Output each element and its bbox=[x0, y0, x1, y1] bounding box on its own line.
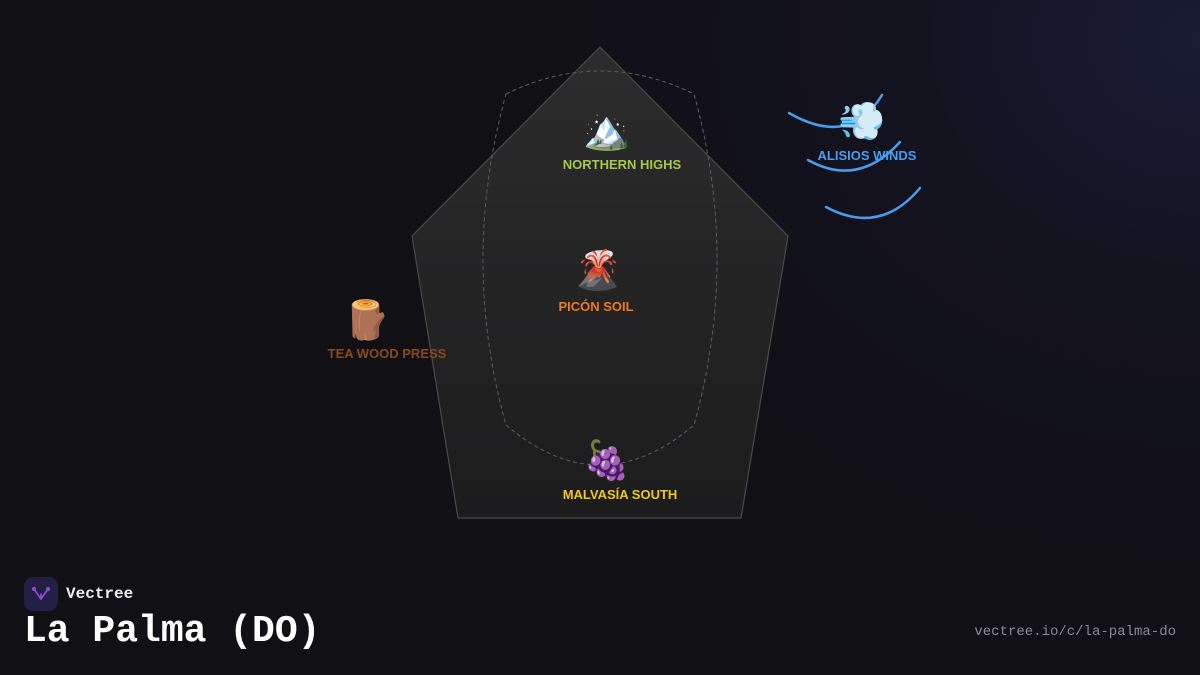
node-label: TEA WOOD PRESS bbox=[328, 346, 447, 361]
wood-log-icon: 🪵 bbox=[343, 298, 390, 342]
grapes-icon: 🍇 bbox=[583, 438, 630, 483]
volcano-icon: 🌋 bbox=[574, 248, 621, 292]
node-label: ALISIOS WINDS bbox=[818, 148, 917, 163]
brand-name: Vectree bbox=[66, 585, 134, 603]
node-label: NORTHERN HIGHS bbox=[563, 157, 682, 172]
node-malvasia-south[interactable]: 🍇 MALVASÍA SOUTH bbox=[563, 438, 678, 502]
node-tea-wood-press[interactable]: 🪵 TEA WOOD PRESS bbox=[328, 298, 447, 361]
page-url[interactable]: vectree.io/c/la-palma-do bbox=[974, 624, 1176, 640]
node-alisios-winds[interactable]: 💨 ALISIOS WINDS bbox=[818, 99, 917, 163]
node-picon-soil[interactable]: 🌋 PICÓN SOIL bbox=[558, 248, 633, 314]
brand[interactable]: Vectree bbox=[24, 577, 133, 611]
mountain-icon: 🏔️ bbox=[583, 108, 630, 152]
node-label: PICÓN SOIL bbox=[558, 299, 633, 314]
wind-line bbox=[824, 186, 922, 220]
wind-line bbox=[787, 93, 884, 129]
node-label: MALVASÍA SOUTH bbox=[563, 487, 678, 502]
pentagon-shape bbox=[411, 46, 789, 519]
vectree-logo-icon bbox=[24, 577, 58, 611]
wind-icon: 💨 bbox=[838, 99, 885, 143]
wind-lines bbox=[787, 93, 922, 220]
wind-line bbox=[806, 140, 902, 172]
node-northern-highs[interactable]: 🏔️ NORTHERN HIGHS bbox=[563, 108, 682, 172]
page-title: La Palma (DO) bbox=[24, 610, 321, 653]
